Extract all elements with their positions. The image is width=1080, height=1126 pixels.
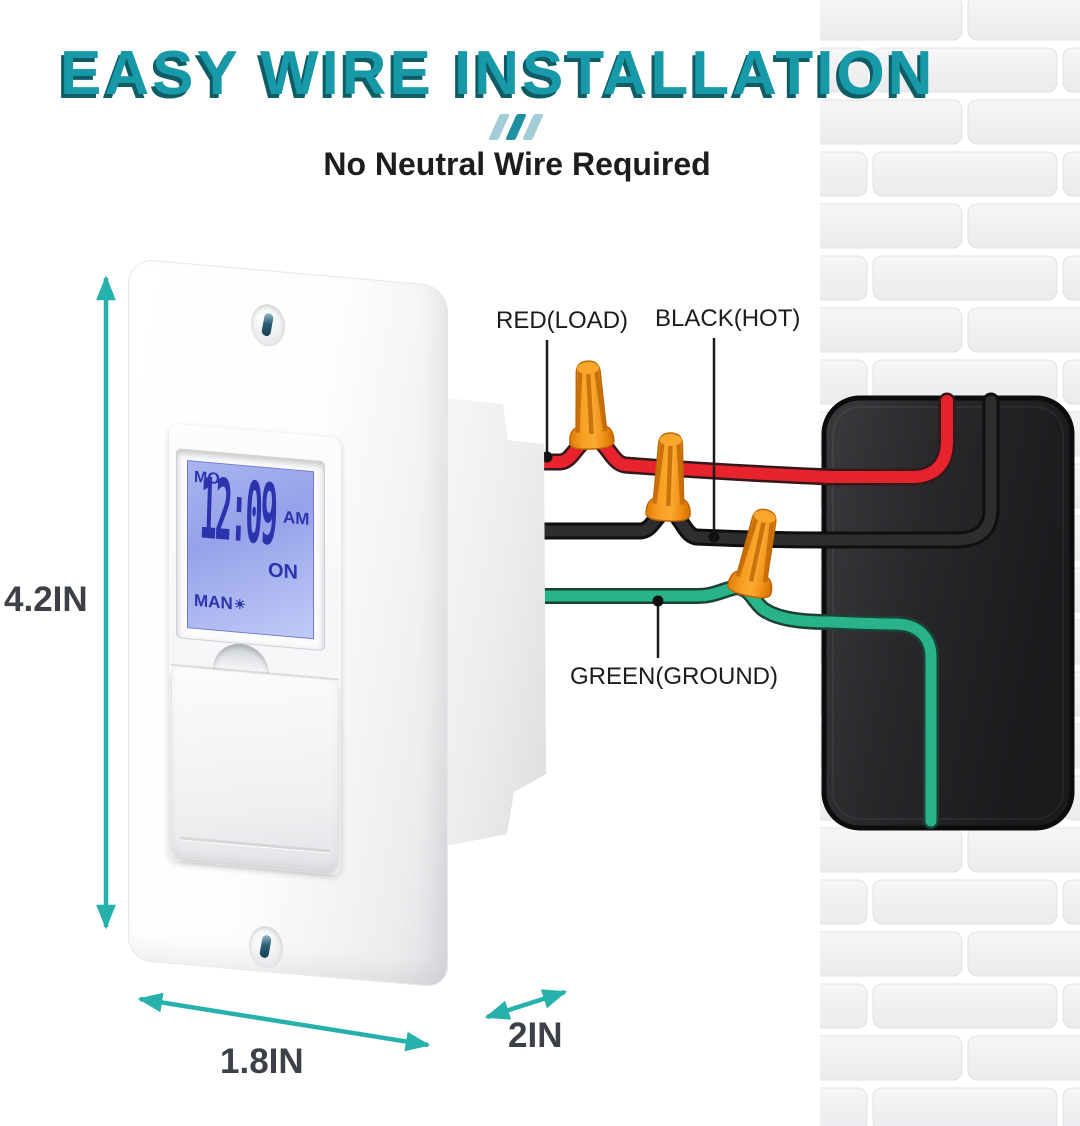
- sun-icon: ☀: [234, 596, 246, 613]
- lcd-mode: MAN: [194, 590, 233, 614]
- red-load-label: RED(LOAD): [496, 307, 629, 334]
- wall-plate: MO 12:09 AM ON MAN ☀: [128, 258, 448, 988]
- width-label: 1.8IN: [220, 1042, 304, 1081]
- lcd-time: 12:09: [198, 460, 278, 564]
- lcd-meridiem: AM: [283, 507, 310, 529]
- timer-module: MO 12:09 AM ON MAN ☀: [169, 423, 341, 876]
- page-title: EASY WIRE INSTALLATION: [60, 39, 936, 108]
- height-label: 4.2IN: [4, 580, 88, 619]
- lcd-screen: MO 12:09 AM ON MAN ☀: [187, 460, 314, 640]
- screw-slot-icon: [261, 312, 274, 338]
- wire-nut: [727, 508, 777, 599]
- timer-body-side: [446, 398, 546, 846]
- page-subtitle: No Neutral Wire Required: [323, 146, 711, 182]
- label-leader-dots: [541, 451, 720, 607]
- mounting-screw-bottom: [249, 924, 283, 970]
- door-lip: [180, 836, 330, 854]
- screw-slot-icon: [259, 934, 272, 959]
- mounting-screw-top: [251, 302, 285, 348]
- lcd-bezel: MO 12:09 AM ON MAN ☀: [176, 448, 325, 652]
- wire-nut: [645, 432, 691, 522]
- lcd-on-indicator: ON: [268, 559, 298, 584]
- depth-label: 2IN: [508, 1016, 563, 1055]
- wire-nut: [569, 360, 615, 450]
- black-hot-label: BLACK(HOT): [655, 305, 801, 332]
- label-leader-lines: [545, 338, 716, 658]
- green-ground-label: GREEN(GROUND): [570, 663, 778, 690]
- flip-door[interactable]: [172, 666, 338, 873]
